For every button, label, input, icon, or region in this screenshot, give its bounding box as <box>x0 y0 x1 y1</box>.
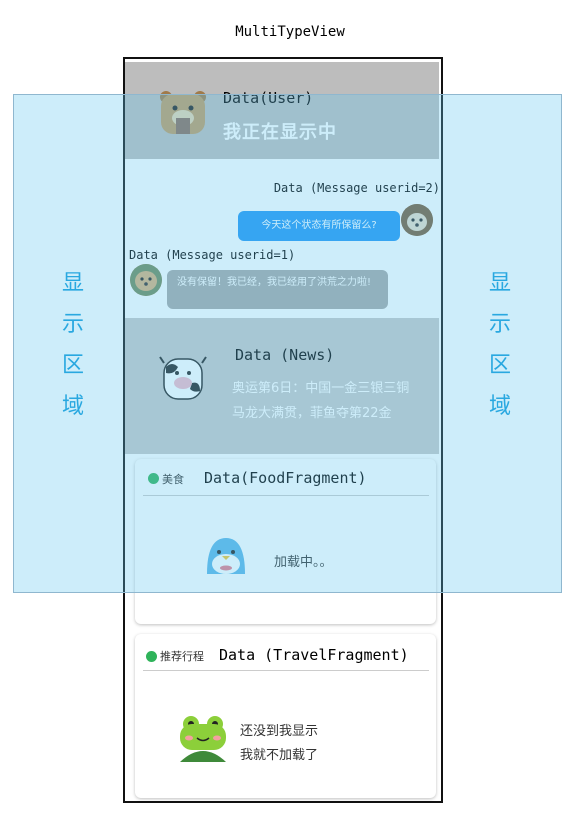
dog-avatar-icon <box>130 264 162 296</box>
food-loading-text: 加载中。。 <box>274 555 333 570</box>
travel-divider <box>143 670 429 671</box>
food-divider <box>143 495 429 496</box>
travel-fragment-title: Data (TravelFragment) <box>219 646 409 664</box>
diagram-title: MultiTypeView <box>235 24 345 40</box>
bear-avatar-icon <box>160 91 206 134</box>
food-fragment-title: Data(FoodFragment) <box>204 469 367 487</box>
display-area-label-right: 显 示 区 域 <box>488 263 512 427</box>
travel-fragment-card <box>135 634 436 798</box>
news-data-label: Data (News) <box>235 346 335 364</box>
food-tag-label: 美食 <box>162 473 184 486</box>
travel-text-line-1: 还没到我显示 <box>240 724 319 739</box>
food-fragment-card <box>135 459 436 624</box>
user-status-text: 我正在显示中 <box>223 122 337 143</box>
frog-icon <box>180 716 226 762</box>
label-char: 区 <box>61 353 84 378</box>
dog-avatar-icon <box>401 204 433 236</box>
food-tag-icon <box>148 473 159 484</box>
travel-tag-icon <box>146 651 157 662</box>
display-area-overlay <box>13 94 562 593</box>
message-bubble-right: 今天这个状态有所保留么? <box>238 211 400 241</box>
message-userid-2-label: Data (Message userid=2) <box>273 181 440 195</box>
travel-text-line-2: 我就不加载了 <box>240 748 319 763</box>
travel-tag-label: 推荐行程 <box>160 650 204 663</box>
label-char: 域 <box>488 394 511 419</box>
label-char: 域 <box>61 394 84 419</box>
display-area-label-left: 显 示 区 域 <box>61 263 85 427</box>
label-char: 示 <box>488 312 511 337</box>
penguin-icon <box>207 538 245 574</box>
message-userid-1-label: Data (Message userid=1) <box>129 248 296 262</box>
news-headline-2: 马龙大满贯，菲鱼夺第22金 <box>232 406 392 421</box>
cow-avatar-icon <box>159 356 207 400</box>
news-headline-1: 奥运第6日：中国一金三银三铜 <box>232 381 410 396</box>
label-char: 显 <box>488 271 511 296</box>
label-char: 示 <box>61 312 84 337</box>
user-data-label: Data(User) <box>223 89 314 107</box>
label-char: 区 <box>488 353 511 378</box>
message-bubble-left: 没有保留！我已经，我已经用了洪荒之力啦! <box>167 270 388 309</box>
label-char: 显 <box>61 271 84 296</box>
